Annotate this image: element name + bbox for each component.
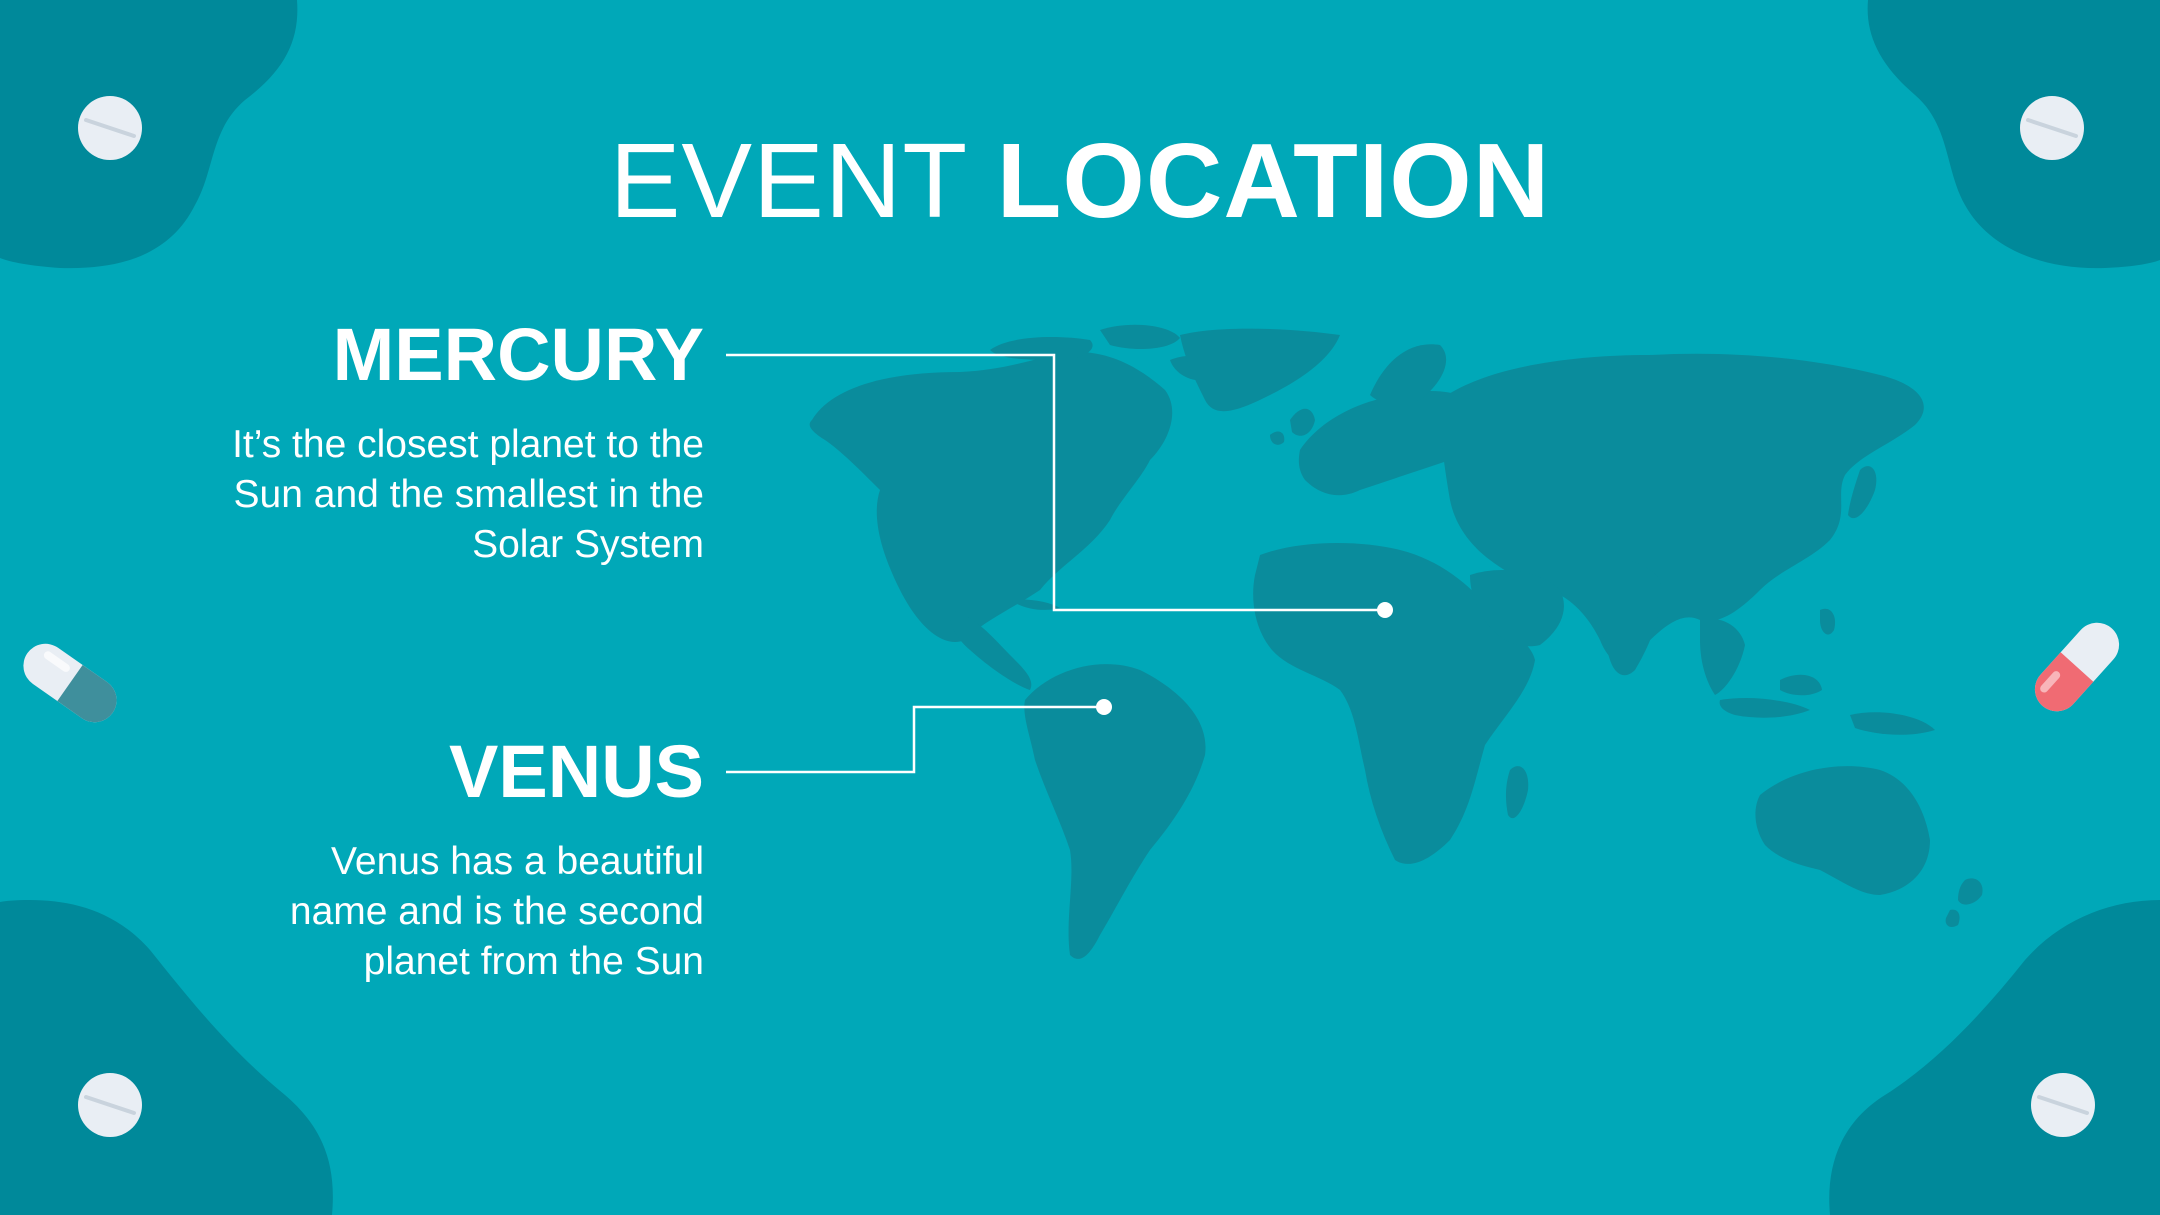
description-line: Solar System [472,523,704,566]
marker-mercury [1377,602,1393,618]
location-description: It’s the closest planet to the Sun and t… [144,420,704,570]
tablet-icon [78,96,142,160]
corner-blob-bottom-left [0,900,333,1215]
location-name: VENUS [449,730,704,813]
location-venus: VENUS Venus has a beautiful name and is … [144,735,704,987]
location-mercury: MERCURY It’s the closest planet to the S… [144,318,704,570]
connector-venus [726,705,1104,774]
capsule-icon [2034,622,2120,712]
description-line: Sun and the smallest in the [233,473,704,516]
title-light: EVENT [609,122,967,240]
description-line: planet from the Sun [363,940,704,983]
capsule-icon [23,643,117,723]
description-line: name and is the second [289,890,704,933]
connector-mercury [726,353,1385,612]
corner-blob-bottom-right [1829,900,2160,1215]
tablet-icon [78,1073,142,1137]
corner-blob-top-left [0,0,298,269]
slide-title: EVENT LOCATION [0,128,2160,234]
location-description: Venus has a beautiful name and is the se… [144,837,704,987]
world-map [809,324,1983,959]
description-line: Venus has a beautiful [331,840,704,883]
corner-blob-top-right [1867,0,2160,269]
location-name: MERCURY [332,313,704,396]
tablet-icon [2031,1073,2095,1137]
title-bold: LOCATION [996,122,1551,240]
tablet-icon [2020,96,2084,160]
marker-venus [1096,699,1112,715]
description-line: It’s the closest planet to the [232,423,704,466]
